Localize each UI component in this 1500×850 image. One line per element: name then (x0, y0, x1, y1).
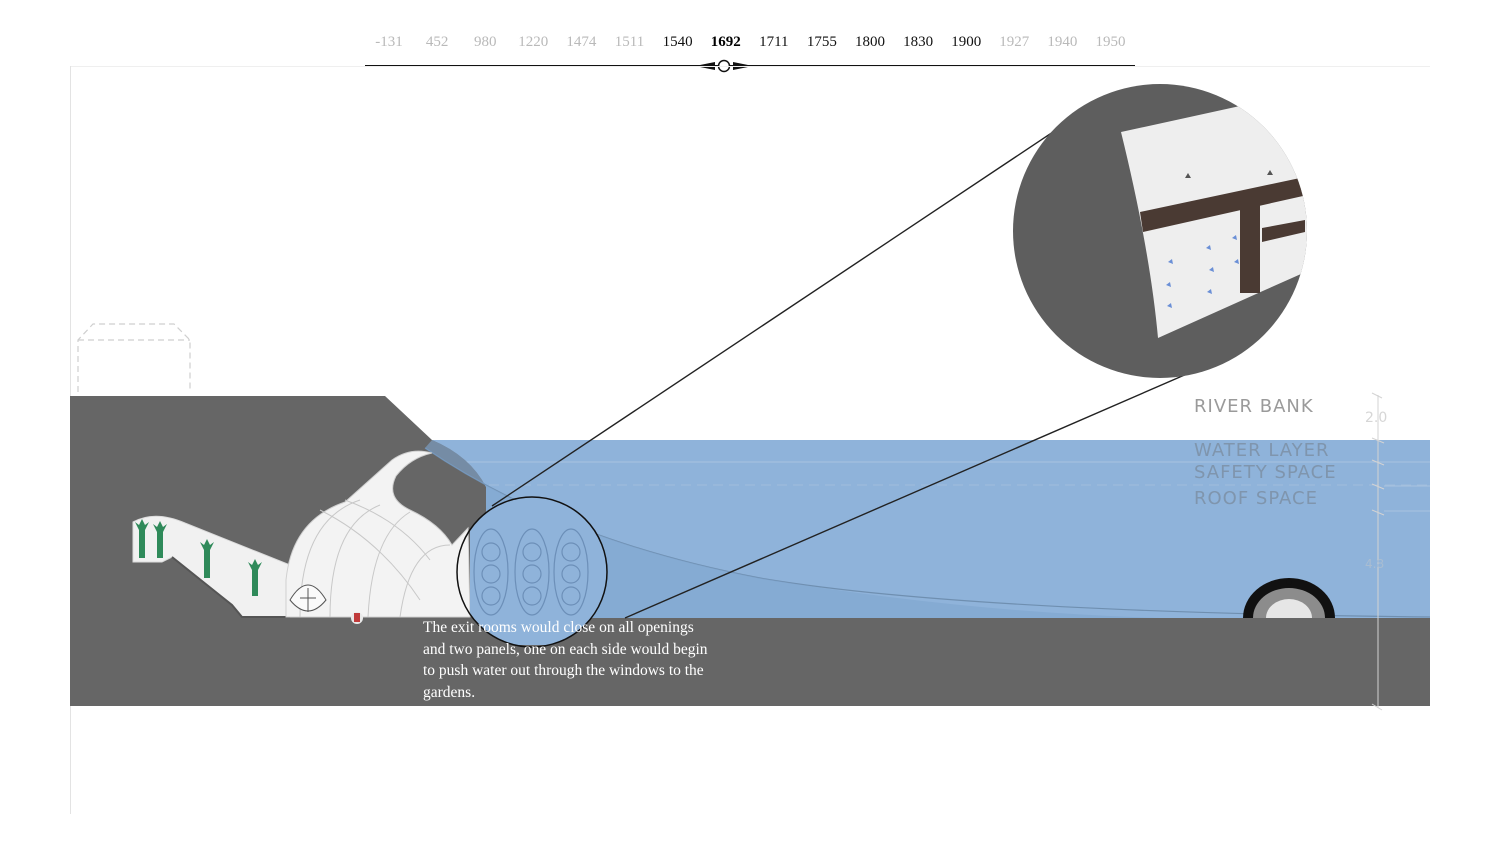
detail-circle-small (456, 496, 608, 648)
label-safety-space: SAFETY SPACE (1194, 462, 1337, 483)
dimension-top-value: 2.0 (1365, 410, 1388, 426)
water-wedge (425, 440, 1160, 618)
stairs (171, 556, 290, 618)
timeline-year[interactable]: 1927 (999, 34, 1030, 50)
timeline-year[interactable]: 1950 (1095, 34, 1126, 50)
label-water-layer: WATER LAYER (1194, 440, 1330, 461)
house-outline (77, 323, 191, 392)
label-roof-space: ROOF SPACE (1194, 488, 1318, 509)
person-icon (351, 612, 363, 624)
timeline-year[interactable]: 980 (473, 34, 497, 50)
caption-text: The exit rooms would close on all openin… (423, 619, 708, 701)
timeline-year[interactable]: 1900 (951, 34, 982, 50)
timeline-year[interactable]: 1830 (903, 34, 934, 50)
timeline-year[interactable]: 1940 (1047, 34, 1078, 50)
zoom-chamber (1121, 106, 1307, 338)
timeline-year[interactable]: -131 (375, 34, 403, 50)
timeline-year[interactable]: 1220 (518, 34, 549, 50)
timeline-year[interactable]: 1755 (806, 34, 837, 50)
timeline-year[interactable]: 1692 (710, 34, 741, 50)
tree-icons (135, 519, 262, 596)
dimension-lines (1371, 392, 1430, 711)
timeline-year[interactable]: 1511 (614, 34, 645, 50)
timeline-year[interactable]: 1540 (662, 34, 693, 50)
leader-lines (491, 111, 1197, 619)
timeline-year[interactable]: 1800 (855, 34, 885, 50)
zoom-pillar (1240, 198, 1260, 293)
frame-top-line (70, 66, 1430, 67)
timeline-year[interactable]: 452 (425, 34, 449, 50)
zoom-beam (1140, 178, 1303, 232)
zoom-detail-circle (1013, 84, 1307, 378)
ground-mass (70, 396, 1430, 706)
dimension-bottom-value: 4.8 (1365, 557, 1385, 571)
timeline: -131 452 980 1220 1474 1511 1540 1692 1711 1755 18… (365, 34, 1135, 74)
dome-chamber (285, 450, 471, 618)
boat-icon (289, 584, 327, 612)
timeline-year[interactable]: 1711 (759, 34, 789, 50)
tunnel-ring (1243, 578, 1335, 618)
label-river-bank: RIVER BANK (1194, 396, 1314, 417)
timeline-year[interactable]: 1474 (566, 34, 597, 50)
